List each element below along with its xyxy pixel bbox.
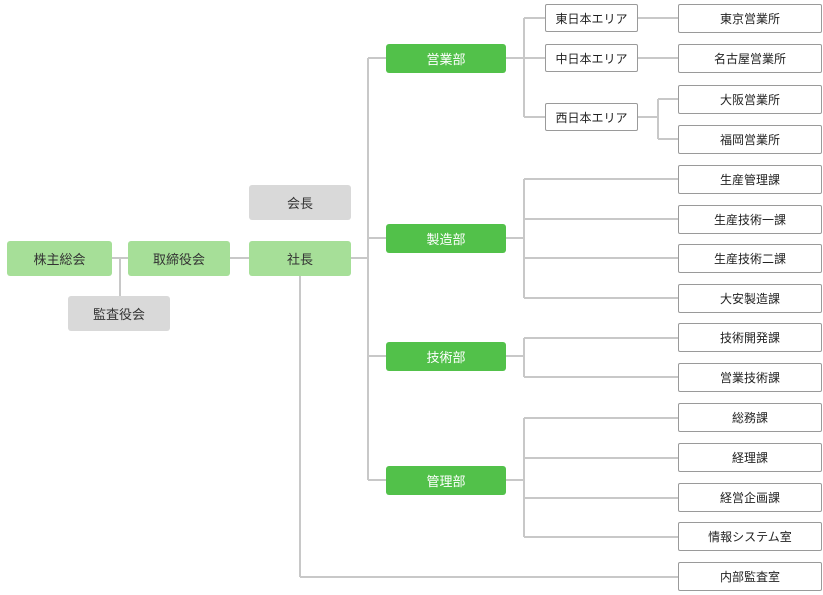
technology-dept-box: 技術部 (386, 342, 506, 371)
audit-board-box: 監査役会 (68, 296, 170, 331)
production-management-box: 生産管理課 (678, 165, 822, 194)
nagoya-office-box: 名古屋営業所 (678, 44, 822, 73)
fukuoka-office-box: 福岡営業所 (678, 125, 822, 154)
tokyo-office-box: 東京営業所 (678, 4, 822, 33)
manufacturing-dept-box: 製造部 (386, 224, 506, 253)
production-tech-1-box: 生産技術一課 (678, 205, 822, 234)
administration-dept-box: 管理部 (386, 466, 506, 495)
general-affairs-box: 総務課 (678, 403, 822, 432)
information-systems-box: 情報システム室 (678, 522, 822, 551)
corporate-planning-box: 経営企画課 (678, 483, 822, 512)
shareholders-meeting-box: 株主総会 (7, 241, 112, 276)
production-tech-2-box: 生産技術二課 (678, 244, 822, 273)
chairman-box: 会長 (249, 185, 351, 220)
board-of-directors-box: 取締役会 (128, 241, 230, 276)
daian-manufacturing-box: 大安製造課 (678, 284, 822, 313)
accounting-box: 経理課 (678, 443, 822, 472)
sales-engineering-box: 営業技術課 (678, 363, 822, 392)
internal-audit-box: 内部監査室 (678, 562, 822, 591)
technology-development-box: 技術開発課 (678, 323, 822, 352)
sales-dept-box: 営業部 (386, 44, 506, 73)
east-japan-area-box: 東日本エリア (545, 4, 638, 32)
central-japan-area-box: 中日本エリア (545, 44, 638, 72)
west-japan-area-box: 西日本エリア (545, 103, 638, 131)
president-box: 社長 (249, 241, 351, 276)
osaka-office-box: 大阪営業所 (678, 85, 822, 114)
